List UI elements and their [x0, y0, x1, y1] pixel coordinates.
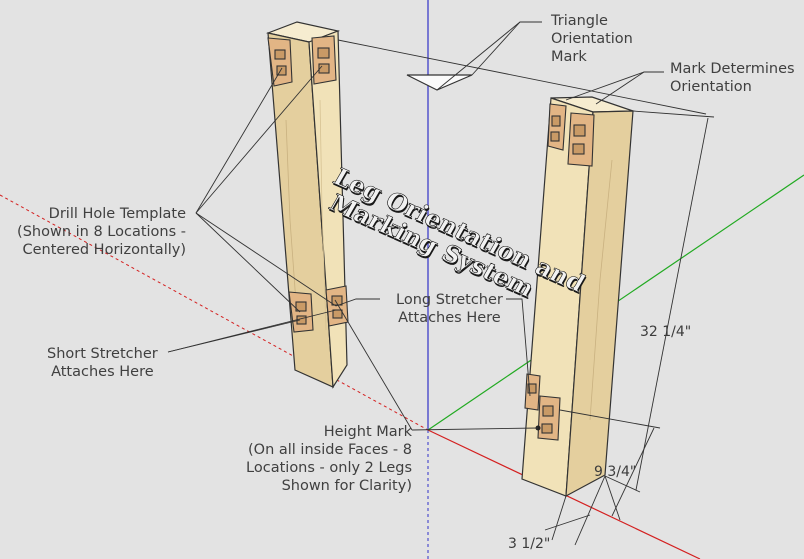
template-left-low-a	[288, 291, 314, 333]
template-right-top-b	[567, 112, 595, 167]
drill-hole-templates	[267, 35, 595, 441]
ext-top-left	[337, 39, 707, 115]
template-right-low-a	[524, 373, 541, 411]
leader-drill-1	[195, 67, 283, 214]
right-leg-front-face	[565, 110, 634, 498]
callout-mark-determines: Mark Determines Orientation	[670, 61, 795, 95]
leader-height-2	[334, 299, 413, 431]
leader-long-stretcher-2	[506, 298, 531, 397]
ext-bottom	[604, 475, 641, 493]
right-leg-grain	[589, 159, 613, 421]
ext-stretcher	[559, 409, 661, 429]
template-right-top-a	[547, 103, 567, 151]
leader-height-1	[411, 427, 539, 431]
dimension-lines	[337, 39, 715, 546]
triangle-orientation-mark	[406, 74, 473, 91]
dimension-height-label: 32 1/4"	[640, 324, 692, 340]
dim-width-right	[574, 475, 606, 546]
callout-triangle-mark: Triangle Orientation Mark	[551, 13, 633, 65]
callout-height-mark: Height Mark (On all inside Faces - 8 Loc…	[246, 424, 412, 494]
template-left-top-b	[311, 35, 337, 85]
ext-top-right	[632, 110, 715, 118]
dimension-stretcher-label: 9 3/4"	[594, 464, 637, 480]
callout-short-stretcher: Short Stretcher Attaches Here	[47, 346, 158, 380]
callout-long-stretcher: Long Stretcher Attaches Here	[396, 292, 503, 326]
callout-drill-template: Drill Hole Template (Shown in 8 Location…	[17, 206, 186, 258]
leader-lines	[167, 21, 664, 431]
dim-width-left	[551, 495, 567, 541]
leader-short-2	[167, 309, 337, 353]
left-leg-grain-2	[319, 99, 327, 331]
template-left-top-a	[267, 37, 293, 87]
template-right-low-b	[537, 395, 561, 441]
leader-mark-determines-2	[565, 71, 645, 101]
dim-height-line	[635, 117, 709, 491]
ext-stretcher-bottom	[604, 475, 621, 521]
dimension-width-label: 3 1/2"	[508, 536, 551, 552]
leader-drill-3	[195, 212, 301, 313]
dim-stretcher-line	[611, 427, 655, 517]
leader-triangle-2	[471, 21, 521, 76]
leader-drill-4	[195, 212, 337, 307]
dim-width-line	[544, 514, 591, 531]
leader-long-stretcher	[335, 298, 380, 307]
leader-drill-2	[195, 65, 323, 214]
